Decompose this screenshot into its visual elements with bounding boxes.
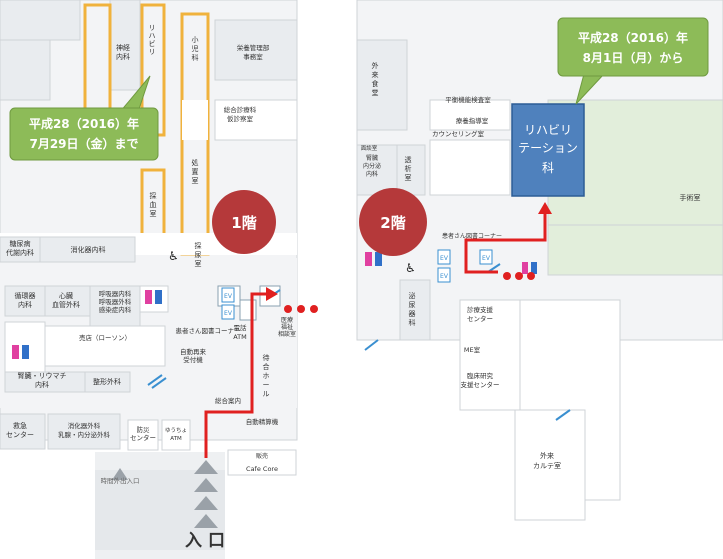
route-floor2 [464,202,552,280]
svg-text:7月29日（金）まで: 7月29日（金）まで [29,136,138,151]
label-reception: 自動再来受付機 [180,347,207,364]
label-balance-lab: 平衡機能検査室 [445,95,491,104]
rehab-room-label: 科 [542,161,554,175]
floor2-badge: 2階 [359,188,427,256]
restroom-icon [12,290,162,359]
label-info: 総合案内 [215,396,241,405]
label-outpatient-dining: 外来食堂 [372,61,379,97]
label-dialysis: 透析室 [405,156,412,182]
label-security: 防災センター [130,425,156,442]
label-interview: 面談室 [361,144,378,152]
label-respiratory: 呼吸器内科呼吸器外科感染症内科 [99,289,132,314]
floor1-panel: ♿ EV EV 神経内科 リハビリ 小児科 [0,0,318,559]
label-clinical: 臨床研究支援センター [461,371,500,389]
label-library: 患者さん図書コーナー [176,326,241,335]
svg-text:EV: EV [224,310,233,317]
label-heart-surgery: 心臓血管外科 [52,291,80,309]
svg-text:EV: EV [440,273,449,280]
svg-text:リハビリテーション: リハビリテーション [518,123,578,155]
label-auto-pay: 自動精算機 [246,417,279,426]
elevator-icon: EV EV [221,287,235,320]
svg-text:EV: EV [440,255,449,262]
label-rheum: 腎臓・リウマチ内科 [18,371,67,389]
svg-text:平成28（2016）年: 平成28（2016）年 [29,116,139,131]
label-cafe-sign: 販売 [256,452,268,460]
wheelchair-icon: ♿ [168,249,179,263]
label-nutrition: 栄養管理部事務室 [237,43,270,61]
restroom-icon-f2 [365,252,537,274]
label-general-medicine: 総合診療科仮診察室 [224,105,257,123]
label-kidney: 腎臓内分泌内科 [363,154,381,178]
label-waiting-corner: 患者さん図書コーナー [442,232,502,240]
label-diabetes: 糖尿病代謝内科 [6,239,34,257]
label-ortho: 整形外科 [93,377,121,386]
label-cafe: Cafe Core [246,465,278,473]
label-records: 外来カルテ室 [533,451,561,470]
floor1-callout: 平成28（2016）年 7月29日（金）まで [9,75,159,161]
wheelchair-icon-f2: ♿ [405,261,416,275]
svg-text:EV: EV [482,255,491,262]
label-surgery: 手術室 [680,193,701,202]
label-me: ME室 [464,345,481,354]
route-floor1 [204,287,318,458]
label-med-support: 診療支援センター [467,305,494,323]
label-neurology: 神経内科 [116,43,130,61]
label-rehab-old: リハビリ [149,24,156,56]
label-gastro: 消化器内科 [71,245,106,254]
label-urine: 採尿室 [195,241,202,268]
elevator-icon-f2: EV EV EV [437,249,493,283]
svg-text:1階: 1階 [231,214,256,232]
label-cardiology: 循環器内科 [15,291,36,309]
label-blood-collection: 採血室 [150,191,157,218]
svg-text:EV: EV [224,293,233,300]
rehab-room-new [511,103,585,197]
entrance-arrows [112,460,218,528]
label-therapy: 療養指導室 [456,116,489,125]
label-med-support: 医療福祉相談室 [278,316,296,338]
label-gi-surgery: 消化器外科乳腺・内分泌外科 [58,421,111,439]
label-dispensary: 処置室 [192,158,199,185]
floor1-badge: 1階 [212,190,276,254]
svg-text:平成28（2016）年: 平成28（2016）年 [578,30,688,45]
label-urology: 泌尿器科 [409,291,416,327]
label-night-entrance: 時間外出入口 [101,476,140,485]
label-counseling: カウンセリング室 [432,129,485,138]
entrance-label: 入 口 [185,531,225,551]
floor2-panel: リハビリテーション 科 ♿ EV EV EV [356,0,723,559]
label-convenience: 売店（ローソン） [79,333,131,342]
floor2-callout: 平成28（2016）年 8月1日（月）から [557,17,709,105]
label-waiting: 待合ホール [263,353,270,398]
svg-text:8月1日（月）から: 8月1日（月）から [583,50,684,65]
label-er: 救急センター [6,421,34,439]
label-pediatrics: 小児科 [192,35,199,62]
svg-text:2階: 2階 [380,214,405,232]
